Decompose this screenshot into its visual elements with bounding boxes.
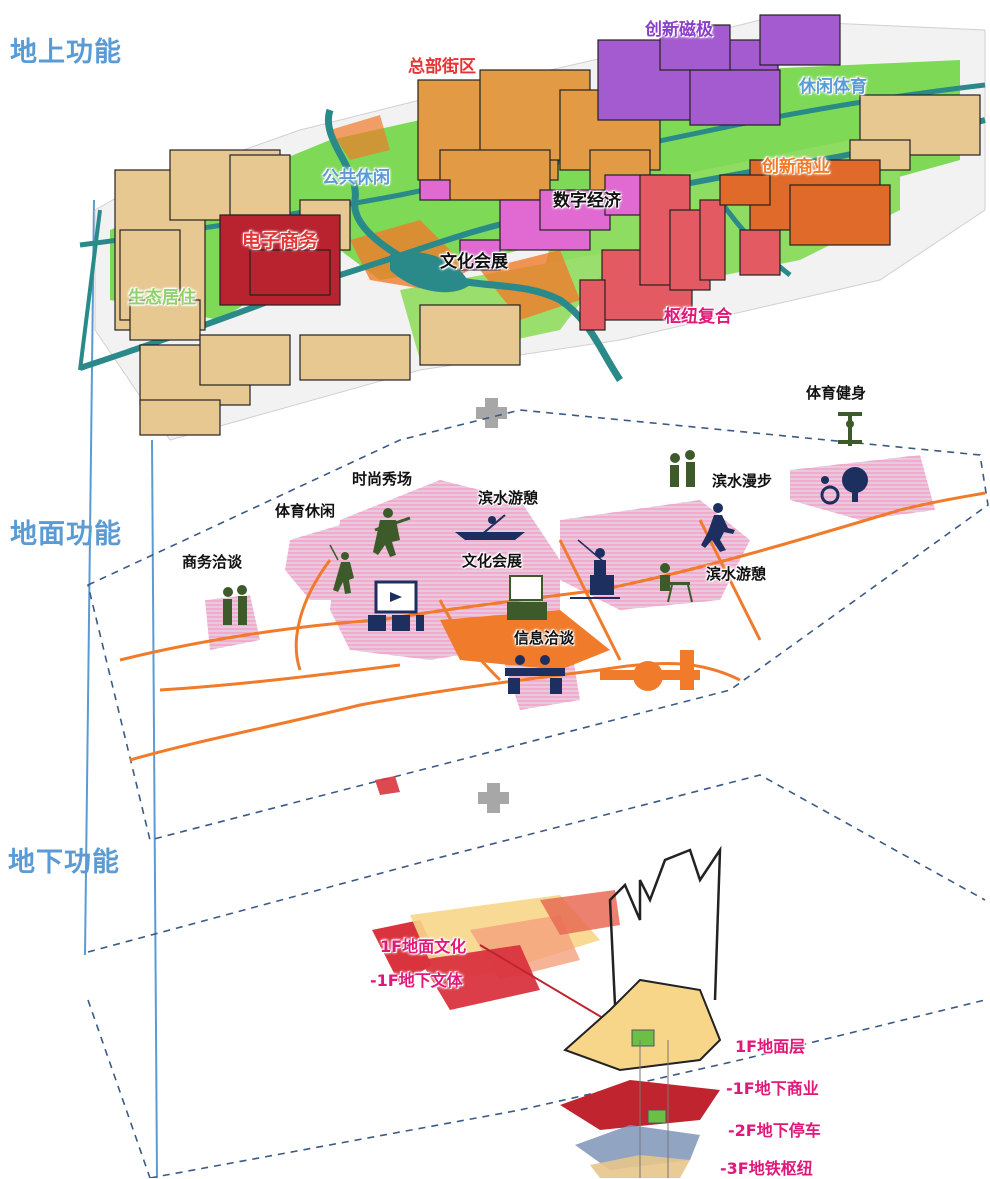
above-ground-title: 地上功能: [10, 37, 122, 68]
rowing-icon: [455, 514, 525, 540]
runner-icon: [701, 503, 735, 552]
label-leisure-sports: 休闲体育: [799, 77, 867, 97]
label-business-talk: 商务洽谈: [182, 553, 243, 571]
ground-layer: [87, 409, 989, 841]
exhibition-icon: [507, 575, 547, 620]
guitarist-icon: [373, 508, 411, 557]
label-digital-economy: 数字经济: [553, 191, 621, 211]
label-fashion-show: 时尚秀场: [352, 470, 413, 488]
label-hub-complex: 枢纽复合: [664, 307, 732, 327]
label-b2-underground-parking: -2F地下停车: [728, 1121, 821, 1140]
label-b1-underground-culture: -1F地下文体: [370, 971, 463, 990]
label-innovation-magnet: 创新磁极: [645, 20, 713, 40]
exhibition-icon: [368, 580, 424, 631]
handshake-icon: [670, 450, 695, 487]
plus-icon: [478, 783, 509, 813]
underground-layer: [87, 774, 986, 1178]
label-info-talk: 信息洽谈: [514, 629, 575, 647]
label-public-leisure: 公共休闲: [322, 168, 390, 188]
plus-icon: [476, 398, 507, 428]
label-innovation-commerce: 创新商业: [762, 157, 830, 177]
label-b3-metro-hub: -3F地铁枢纽: [720, 1159, 813, 1178]
label-waterfront-rest: 滨水游憩: [706, 565, 767, 583]
layer-connectors: [84, 199, 158, 1178]
label-eco-living: 生态居住: [128, 288, 196, 308]
handshake-icon: [223, 585, 247, 625]
wheelchair-icon: [820, 467, 868, 505]
reading-icon: [660, 563, 693, 603]
label-ecommerce: 电子商务: [242, 230, 319, 252]
underground-title: 地下功能: [8, 847, 120, 878]
badminton-icon: [329, 544, 354, 594]
label-sports-leisure: 体育休闲: [275, 502, 336, 520]
label-sports-fitness: 体育健身: [806, 384, 867, 402]
above-ground-map: [78, 14, 986, 441]
label-waterfront-rest-top: 滨水游憩: [478, 489, 539, 507]
label-1f-ground-layer: 1F地面层: [735, 1037, 806, 1056]
label-culture-expo-above: 文化会展: [440, 252, 508, 272]
label-hq-block: 总部街区: [408, 57, 476, 77]
trainer-icon: [838, 412, 862, 446]
fishing-icon: [570, 539, 620, 599]
label-waterfront-walk: 滨水漫步: [712, 472, 773, 490]
meeting-icon: [505, 655, 565, 694]
label-1f-ground-culture: 1F地面文化: [380, 937, 467, 956]
label-b1-underground-commerce: -1F地下商业: [726, 1079, 819, 1098]
label-culture-expo-ground: 文化会展: [462, 552, 523, 570]
ground-title: 地面功能: [10, 519, 122, 550]
